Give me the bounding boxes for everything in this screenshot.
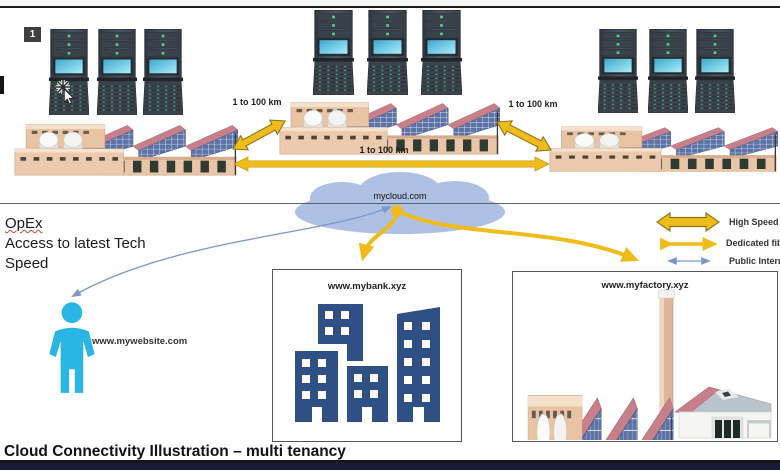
benefit-opex: OpEx <box>5 215 43 232</box>
section-divider-line <box>0 203 780 204</box>
cloud-label: mycloud.com <box>373 191 427 201</box>
server-rack-icon <box>97 29 137 115</box>
server-rack-icon <box>143 29 183 115</box>
server-rack-icon <box>695 29 735 113</box>
slide-title: Cloud Connectivity Illustration – multi … <box>4 443 346 460</box>
sparkle-icon <box>56 80 70 94</box>
datacenter-building-icon <box>548 122 778 173</box>
benefit-access: Access to latest Tech <box>5 235 146 252</box>
legend-internet-label: Public Internet <box>729 256 780 266</box>
factory-building-icon <box>519 289 772 440</box>
highspeed-link-left-right <box>233 156 550 172</box>
top-border-line <box>0 6 780 8</box>
bank-box: www.mybank.xyz <box>272 269 462 442</box>
cluster-number-badge: 1 <box>24 27 41 42</box>
bottom-border-line <box>0 460 780 463</box>
server-rack-icon <box>367 10 408 95</box>
datacenter-building-icon <box>13 119 238 177</box>
distance-label: 1 to 100 km <box>359 145 409 155</box>
distance-label: 1 to 100 km <box>508 99 558 109</box>
highspeed-link-mid-right <box>496 120 552 152</box>
factory-box: www.myfactory.xyz <box>512 271 778 442</box>
cursor-icon <box>63 88 75 105</box>
distance-label: 1 to 100 km <box>232 97 282 107</box>
server-rack-icon <box>421 10 462 95</box>
bank-label: www.mybank.xyz <box>327 281 407 292</box>
left-edge-mark <box>0 76 4 94</box>
bank-buildings-icon <box>295 304 440 422</box>
person-icon <box>49 302 95 393</box>
website-label: www.mywebsite.com <box>92 336 188 347</box>
factory-label: www.myfactory.xyz <box>601 280 689 291</box>
legend-fiber-label: Dedicated fiber <box>726 238 780 248</box>
server-rack-icon <box>648 29 688 113</box>
bottom-bar <box>0 463 780 470</box>
highspeed-arrow-icon <box>656 212 720 232</box>
internet-arrow-icon <box>667 257 711 265</box>
top-strip <box>0 0 780 6</box>
server-rack-icon <box>313 10 354 95</box>
benefit-speed: Speed <box>5 255 49 272</box>
fiber-arrow-icon <box>660 237 718 251</box>
server-rack-icon <box>598 29 638 113</box>
legend-highspeed-label: High Speed N/W <box>729 217 780 227</box>
